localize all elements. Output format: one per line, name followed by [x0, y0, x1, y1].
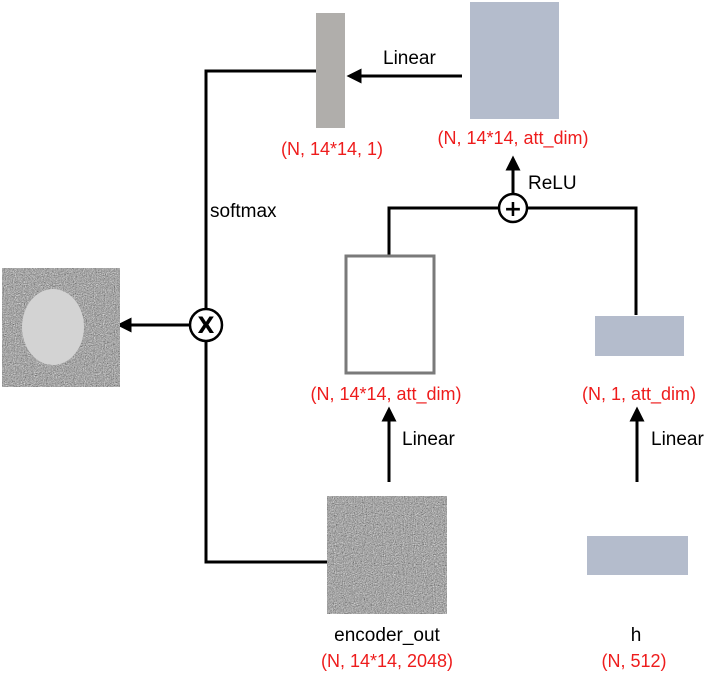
multiply-operator: X — [198, 314, 215, 339]
scores-shape: (N, 14*14, 1) — [281, 139, 383, 159]
relu-label: ReLU — [528, 173, 577, 194]
multiply-node: X — [188, 307, 224, 343]
attention-output-map — [2, 268, 120, 387]
att-decoder-shape: (N, 1, att_dim) — [582, 384, 696, 405]
h-block — [587, 536, 688, 575]
linear-top-label: Linear — [383, 48, 436, 69]
add-operator: + — [504, 197, 522, 222]
softmax-label: softmax — [210, 201, 277, 222]
att-combined-shape: (N, 14*14, att_dim) — [437, 128, 588, 149]
linear-encoder-label: Linear — [402, 429, 455, 450]
h-shape: (N, 512) — [601, 651, 666, 671]
rail-encoder-to-multiply — [204, 340, 327, 564]
linear-h-label: Linear — [651, 429, 704, 450]
attention-region — [22, 289, 84, 365]
wire-encoder-att-to-add — [387, 206, 499, 255]
decoder-att-block — [595, 316, 684, 356]
scores-block — [316, 13, 345, 128]
wire-decoder-att-to-add — [527, 206, 638, 315]
encoder-out-shape: (N, 14*14, 2048) — [321, 651, 453, 671]
att-encoder-shape: (N, 14*14, att_dim) — [310, 384, 461, 405]
encoder-out-label: encoder_out — [334, 625, 440, 646]
encoder-att-block — [344, 254, 436, 375]
rail-scores-to-multiply — [204, 69, 316, 308]
add-node: + — [497, 192, 529, 224]
h-label: h — [631, 625, 642, 646]
att-combined-block — [470, 2, 559, 119]
encoder-out-feature-map — [327, 496, 447, 614]
